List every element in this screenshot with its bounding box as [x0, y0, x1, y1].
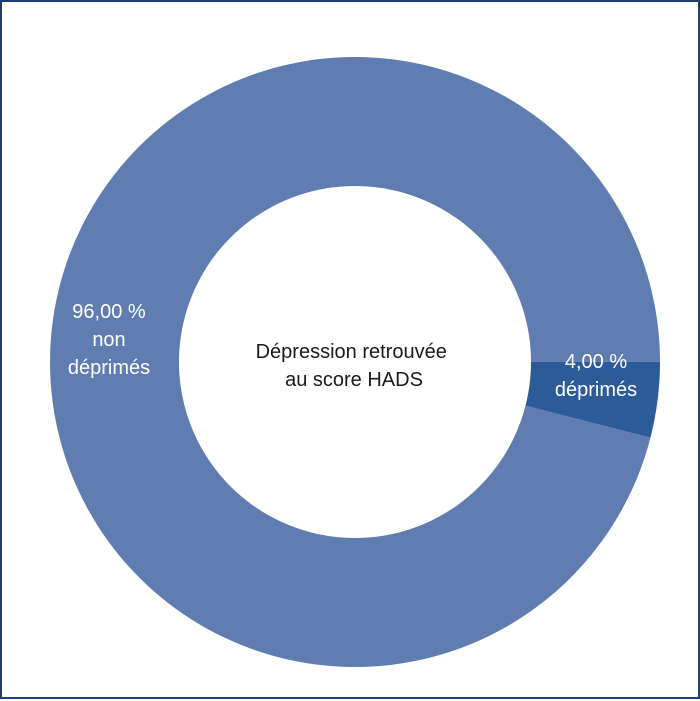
slice-0 — [49, 57, 660, 668]
center-label-line-2: au score HADS — [285, 369, 423, 391]
slice-label-1-line-0: 4,00 % — [565, 351, 627, 373]
labels-group: 96,00 % non déprimés 4,00 % déprimés — [68, 301, 637, 401]
center-label: Dépression retrouvée au score HADS — [256, 341, 453, 391]
slice-label-0: 96,00 % non déprimés — [68, 301, 150, 379]
slice-label-1: 4,00 % déprimés — [555, 351, 637, 401]
slices-group — [49, 57, 660, 668]
slice-label-1-line-1: déprimés — [555, 379, 637, 401]
slice-1 — [525, 361, 660, 438]
slice-label-0-line-1: non — [92, 329, 125, 351]
slice-label-0-line-0: 96,00 % — [72, 301, 146, 323]
center-label-line-1: Dépression retrouvée — [256, 341, 447, 363]
slice-label-0-line-2: déprimés — [68, 357, 150, 379]
